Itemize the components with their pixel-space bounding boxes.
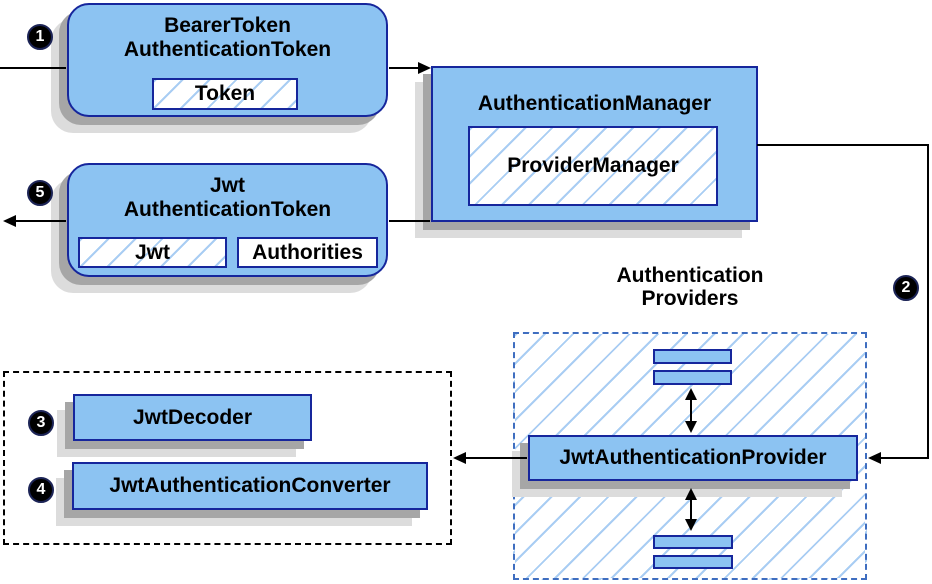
token-credential-label: Token — [194, 82, 256, 105]
step-badge-4: 4 — [28, 477, 54, 503]
jwt-principal-box: Jwt — [78, 237, 227, 268]
anonymous-provider-rect — [653, 555, 733, 569]
arrowhead-left-icon — [868, 452, 881, 464]
decoder-converter-group — [3, 371, 452, 545]
providers-heading-line1: Authentication — [616, 264, 764, 287]
authorities-label: Authorities — [252, 240, 363, 264]
step-badge-4-number: 4 — [36, 481, 46, 498]
step-badge-1-number: 1 — [35, 28, 45, 45]
token-credential-box: Token — [152, 78, 298, 110]
jwt-authentication-provider-box: JwtAuthenticationProvider — [528, 435, 858, 481]
authorities-box: Authorities — [237, 237, 378, 268]
jwt-token-title-line2: AuthenticationToken — [123, 198, 332, 221]
arrowhead-left-icon — [453, 452, 466, 464]
jwt-decoder-label: JwtDecoder — [132, 405, 253, 429]
step-badge-2: 2 — [893, 275, 919, 301]
jwt-token-title-line1: Jwt — [209, 174, 245, 197]
step-badge-3: 3 — [28, 410, 54, 436]
step-badge-3-number: 3 — [36, 414, 46, 431]
authentication-manager-title: AuthenticationManager — [477, 92, 712, 115]
step-badge-1: 1 — [27, 24, 53, 50]
jwt-decoder-box: JwtDecoder — [73, 394, 312, 441]
anonymous-provider-rect — [653, 349, 732, 364]
provider-manager-box: ProviderManager — [468, 126, 718, 206]
jwt-authentication-provider-label: JwtAuthenticationProvider — [559, 446, 827, 469]
bearer-token-title-line1: BearerToken — [164, 14, 291, 37]
providers-heading: Authentication Providers — [513, 264, 867, 310]
provider-manager-label: ProviderManager — [507, 154, 679, 177]
arrowhead-right-icon — [418, 62, 431, 74]
anonymous-provider-rect — [653, 535, 733, 549]
step-badge-2-number: 2 — [901, 279, 911, 296]
bearer-token-title-line2: AuthenticationToken — [123, 38, 332, 61]
jwt-principal-label: Jwt — [134, 240, 170, 264]
jwt-authentication-converter-label: JwtAuthenticationConverter — [109, 474, 391, 497]
step-badge-5-number: 5 — [35, 184, 45, 201]
step-badge-5: 5 — [27, 180, 53, 206]
bearer-token-authentication-token-box: BearerToken AuthenticationToken — [67, 3, 388, 117]
providers-heading-line2: Providers — [641, 287, 739, 310]
anonymous-provider-rect — [653, 370, 732, 385]
jwt-authentication-converter-box: JwtAuthenticationConverter — [72, 462, 428, 510]
arrowhead-left-icon — [3, 215, 16, 227]
